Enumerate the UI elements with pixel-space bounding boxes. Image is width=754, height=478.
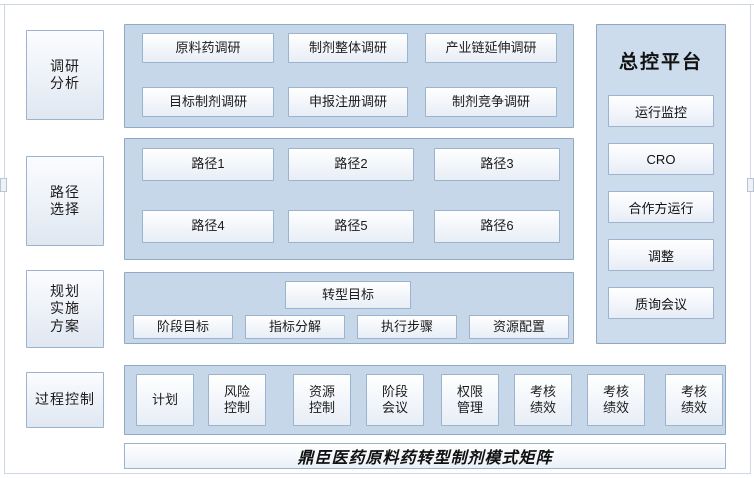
frame-line-bottom: [4, 473, 750, 474]
research-item-5[interactable]: 申报注册调研: [288, 87, 408, 117]
path-item-6[interactable]: 路径6: [434, 210, 560, 243]
control-item-2[interactable]: CRO: [608, 143, 714, 175]
control-item-1[interactable]: 运行监控: [608, 95, 714, 127]
process-item-3[interactable]: 资源 控制: [293, 374, 351, 426]
process-item-8[interactable]: 考核 绩效: [665, 374, 723, 426]
row-label-plan[interactable]: 规划 实施 方案: [26, 270, 104, 348]
path-item-4[interactable]: 路径4: [142, 210, 274, 243]
process-item-5[interactable]: 权限 管理: [441, 374, 499, 426]
process-item-7[interactable]: 考核 绩效: [587, 374, 645, 426]
process-item-1[interactable]: 计划: [136, 374, 194, 426]
row-label-process[interactable]: 过程控制: [26, 372, 104, 428]
research-item-4[interactable]: 目标制剂调研: [142, 87, 274, 117]
control-item-3[interactable]: 合作方运行: [608, 191, 714, 223]
research-item-2[interactable]: 制剂整体调研: [288, 33, 408, 63]
plan-goal[interactable]: 转型目标: [285, 281, 411, 309]
plan-item-2[interactable]: 指标分解: [245, 315, 345, 339]
row-label-research[interactable]: 调研 分析: [26, 30, 104, 120]
research-item-1[interactable]: 原料药调研: [142, 33, 274, 63]
frame-line-left: [4, 4, 5, 474]
frame-handle-left: [0, 178, 7, 192]
frame-line-top: [0, 4, 754, 5]
control-item-4[interactable]: 调整: [608, 239, 714, 271]
path-item-5[interactable]: 路径5: [288, 210, 414, 243]
control-platform-title: 总控平台: [618, 51, 703, 73]
plan-item-1[interactable]: 阶段目标: [133, 315, 233, 339]
research-item-3[interactable]: 产业链延伸调研: [425, 33, 557, 63]
diagram-title: 鼎臣医药原料药转型制剂模式矩阵: [124, 443, 726, 469]
frame-handle-right: [747, 178, 754, 192]
process-item-6[interactable]: 考核 绩效: [514, 374, 572, 426]
path-item-1[interactable]: 路径1: [142, 148, 274, 181]
plan-item-3[interactable]: 执行步骤: [357, 315, 457, 339]
path-item-3[interactable]: 路径3: [434, 148, 560, 181]
process-item-4[interactable]: 阶段 会议: [366, 374, 424, 426]
path-item-2[interactable]: 路径2: [288, 148, 414, 181]
process-item-2[interactable]: 风险 控制: [208, 374, 266, 426]
row-label-path[interactable]: 路径 选择: [26, 156, 104, 246]
research-item-6[interactable]: 制剂竞争调研: [425, 87, 557, 117]
frame-line-right: [750, 4, 751, 474]
control-item-5[interactable]: 质询会议: [608, 287, 714, 319]
plan-item-4[interactable]: 资源配置: [469, 315, 569, 339]
